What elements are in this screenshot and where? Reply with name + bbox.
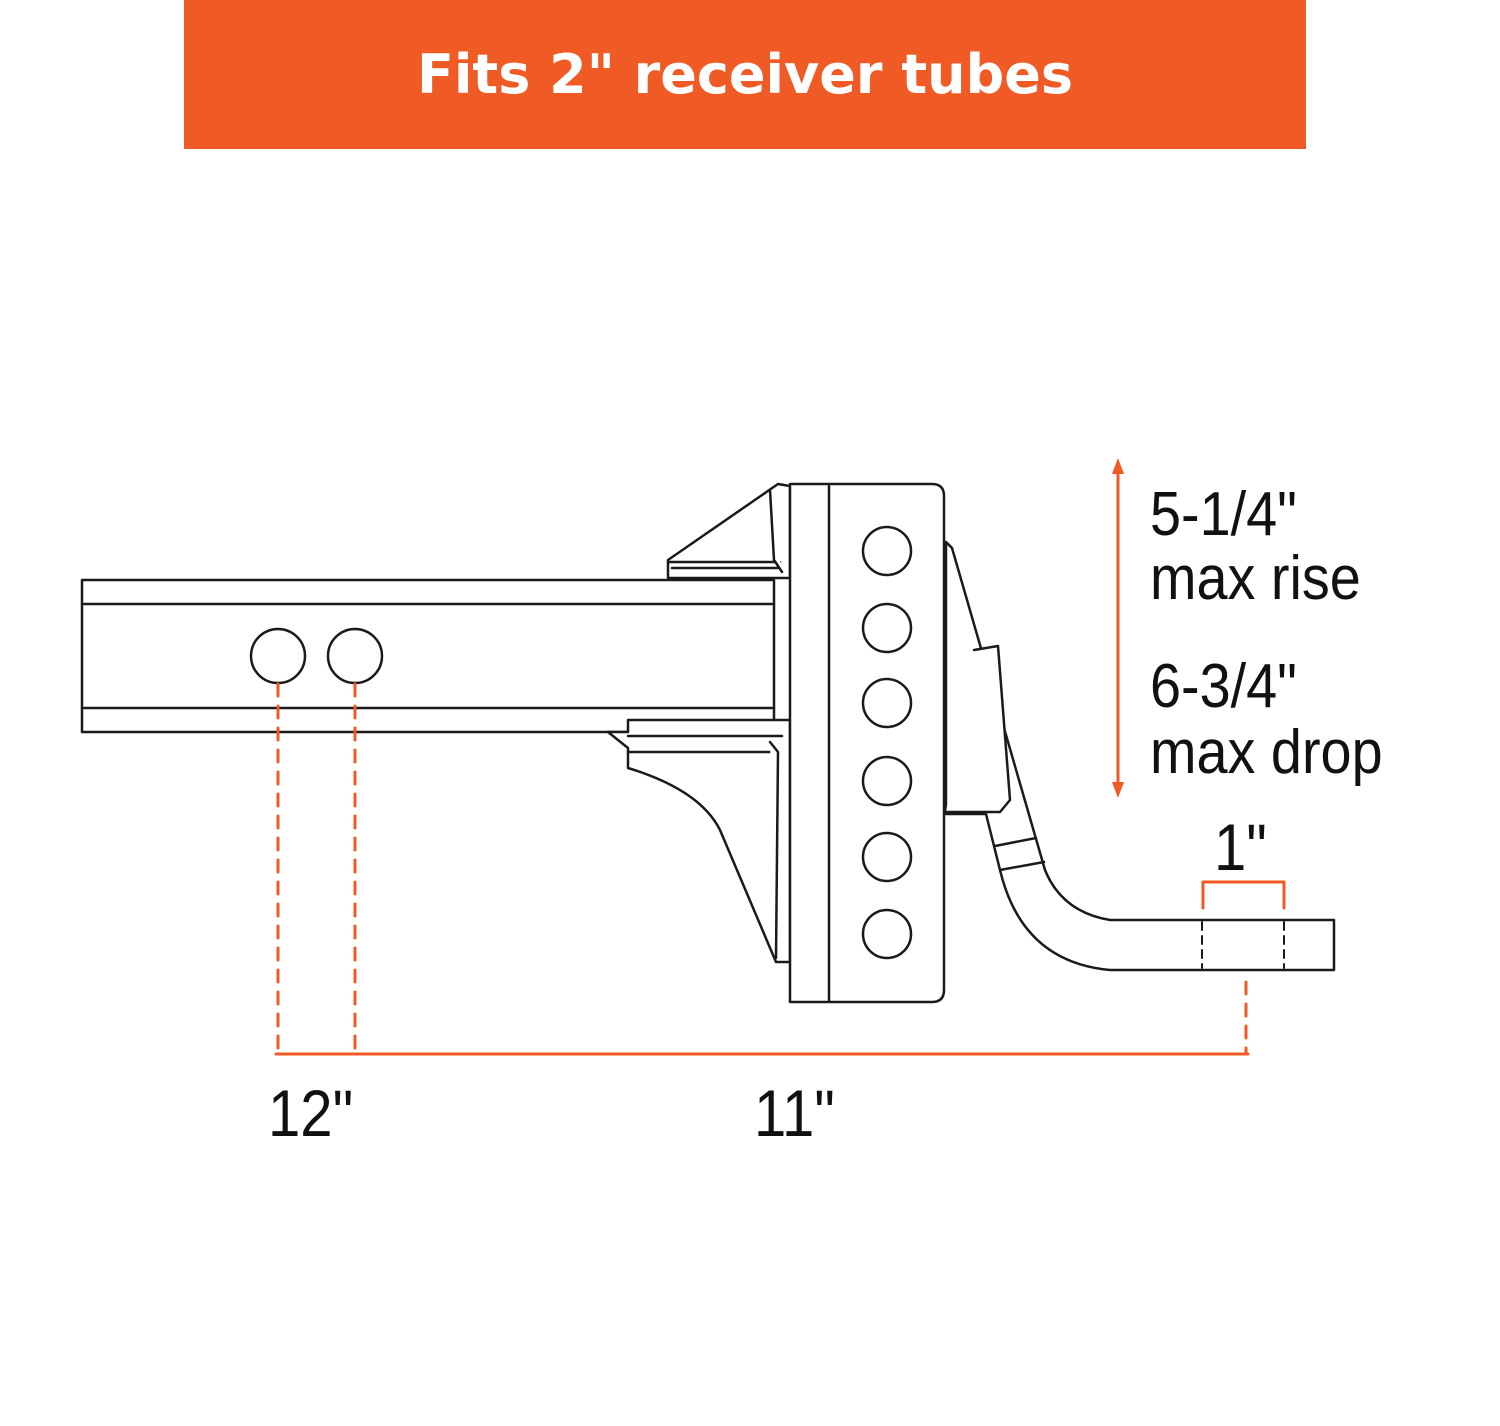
adjust-hole-1 bbox=[861, 525, 913, 577]
lower-gusset bbox=[606, 718, 792, 964]
dimension-lines bbox=[274, 470, 1286, 1056]
drop-label: max drop bbox=[1150, 718, 1383, 787]
ball-offset-label: 11" bbox=[754, 1076, 835, 1150]
pin-hole-2 bbox=[326, 627, 384, 685]
pin-hole-1 bbox=[249, 627, 307, 685]
drop-shank bbox=[788, 482, 946, 1004]
pin-length-label: 12" bbox=[268, 1076, 354, 1150]
rise-value: 5-1/4" bbox=[1150, 480, 1297, 549]
shank-body bbox=[80, 578, 776, 734]
drop-value: 6-3/4" bbox=[1150, 652, 1297, 721]
upper-gusset bbox=[666, 482, 792, 580]
banner-title: Fits 2" receiver tubes bbox=[417, 43, 1073, 106]
shank bbox=[80, 578, 776, 734]
ball-hole-bracket bbox=[1201, 880, 1286, 910]
ball-hole-label: 1" bbox=[1214, 810, 1267, 884]
arrow-down-icon bbox=[1112, 782, 1124, 798]
adjust-hole-4 bbox=[861, 755, 913, 807]
adjust-hole-2 bbox=[861, 602, 913, 654]
adjust-hole-6 bbox=[861, 908, 913, 960]
adjust-hole-3 bbox=[861, 677, 913, 729]
adjust-hole-5 bbox=[861, 831, 913, 883]
rise-label: max rise bbox=[1150, 544, 1361, 613]
ball-mount bbox=[944, 540, 1336, 972]
title-banner: Fits 2" receiver tubes bbox=[184, 0, 1306, 149]
arrow-up-icon bbox=[1112, 458, 1124, 474]
